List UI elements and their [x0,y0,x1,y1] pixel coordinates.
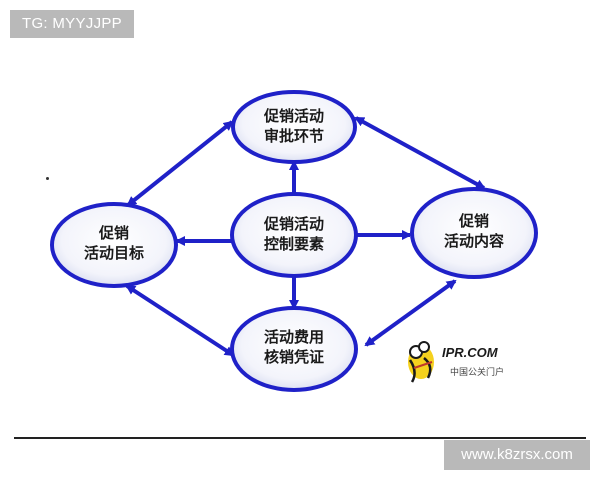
node-center-line1: 促销活动 [263,215,324,233]
node-bottom: 活动费用 核销凭证 [230,306,358,392]
arrow-right-bottom [364,279,457,347]
node-left: 促销 活动目标 [50,202,178,288]
arrow-left-bottom [125,284,235,357]
node-center: 促销活动 控制要素 [230,192,358,278]
logo-main-text: IPR.COM [442,345,499,360]
arrow-top-right [354,116,486,190]
ipr-logo: IPR.COM 中国公关门户 [408,341,504,383]
tg-watermark: TG: MYYJJPP [10,10,134,38]
bottom-rule [14,437,586,439]
logo-figure-icon [408,341,434,383]
node-top-line2: 审批环节 [264,127,324,145]
node-bottom-line1: 活动费用 [264,328,324,346]
node-top: 促销活动 审批环节 [231,90,357,164]
stray-dot [46,177,49,180]
node-left-line2: 活动目标 [84,244,144,262]
logo-sub-text: 中国公关门户 [450,366,504,378]
arrow-left-top [126,120,234,207]
node-left-line1: 促销 [98,224,129,242]
node-right-line2: 活动内容 [444,232,504,250]
url-watermark: www.k8zrsx.com [444,440,590,470]
node-right: 促销 活动内容 [410,187,538,279]
node-bottom-line2: 核销凭证 [264,348,324,366]
node-center-line2: 控制要素 [264,235,324,253]
node-top-line1: 促销活动 [263,107,324,125]
node-right-line1: 促销 [458,212,489,230]
